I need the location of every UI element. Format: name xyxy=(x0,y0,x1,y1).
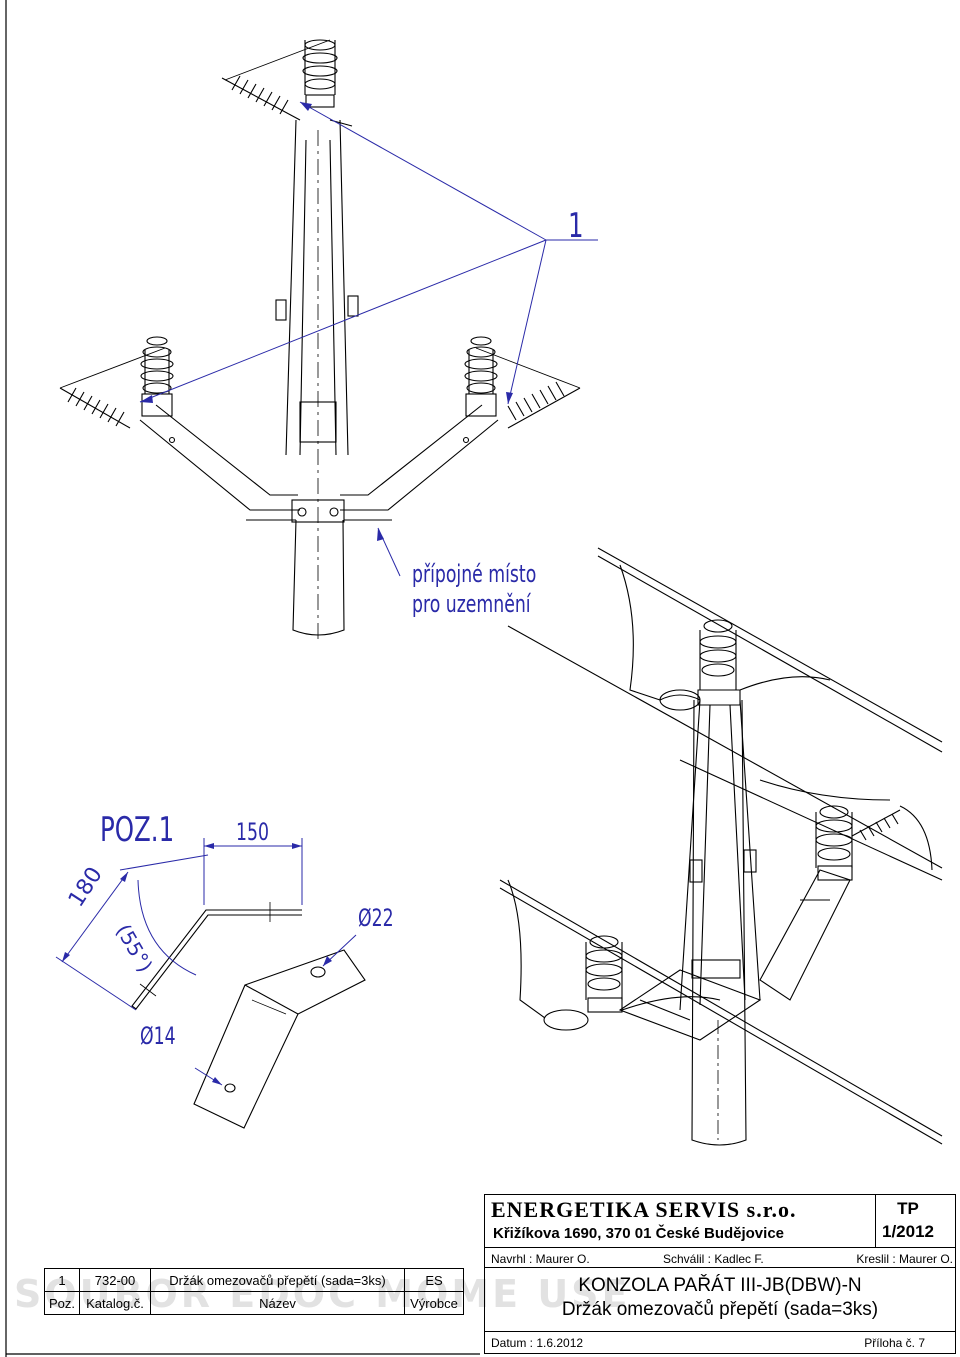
cell-pos: 1 xyxy=(43,1268,81,1292)
detail-title: POZ.1 xyxy=(100,810,175,850)
callout-number: 1 xyxy=(568,206,584,246)
cell-name: Držák omezovačů přepětí (sada=3ks) xyxy=(150,1268,405,1292)
doc-type: TP xyxy=(897,1199,919,1218)
dimension-hole-small: Ø14 xyxy=(140,1022,176,1050)
title-block: ENERGETIKA SERVIS s.r.o. Křižíkova 1690,… xyxy=(484,1194,956,1354)
approved-by: Schválil : Kadlec F. xyxy=(663,1252,764,1266)
drawing-title: KONZOLA PAŘÁT III-JB(DBW)-N xyxy=(578,1275,862,1296)
designed-by: Navrhl : Maurer O. xyxy=(491,1252,590,1266)
header-maker: Výrobce xyxy=(404,1291,464,1315)
dimension-length: 150 xyxy=(236,818,269,846)
header-pos: Poz. xyxy=(43,1291,81,1315)
parts-table: 1 732-00 Držák omezovačů přepětí (sada=3… xyxy=(43,1268,464,1315)
drawn-by: Kreslil : Maurer O. xyxy=(856,1252,953,1266)
connection-point-label-line1: přípojné místo xyxy=(412,560,537,588)
table-row: 1 732-00 Držák omezovačů přepětí (sada=3… xyxy=(43,1268,464,1292)
connection-point-label-line2: pro uzemnění xyxy=(412,590,531,618)
company-address: Křižíkova 1690, 370 01 České Budějovice xyxy=(493,1225,785,1242)
drawing-subtitle: Držák omezovačů přepětí (sada=3ks) xyxy=(561,1299,879,1320)
attachment-number: Příloha č. 7 xyxy=(864,1336,925,1350)
drawing-date: Datum : 1.6.2012 xyxy=(491,1336,584,1350)
cell-maker: ES xyxy=(404,1268,464,1292)
dimension-hole-large: Ø22 xyxy=(358,904,394,932)
header-catalog: Katalog.č. xyxy=(79,1291,152,1315)
table-header-row: Poz. Katalog.č. Název Výrobce xyxy=(43,1291,464,1315)
header-name: Název xyxy=(150,1291,405,1315)
company-name: ENERGETIKA SERVIS s.r.o. xyxy=(491,1197,797,1222)
doc-number: 1/2012 xyxy=(882,1222,934,1241)
cell-catalog: 732-00 xyxy=(79,1268,152,1292)
